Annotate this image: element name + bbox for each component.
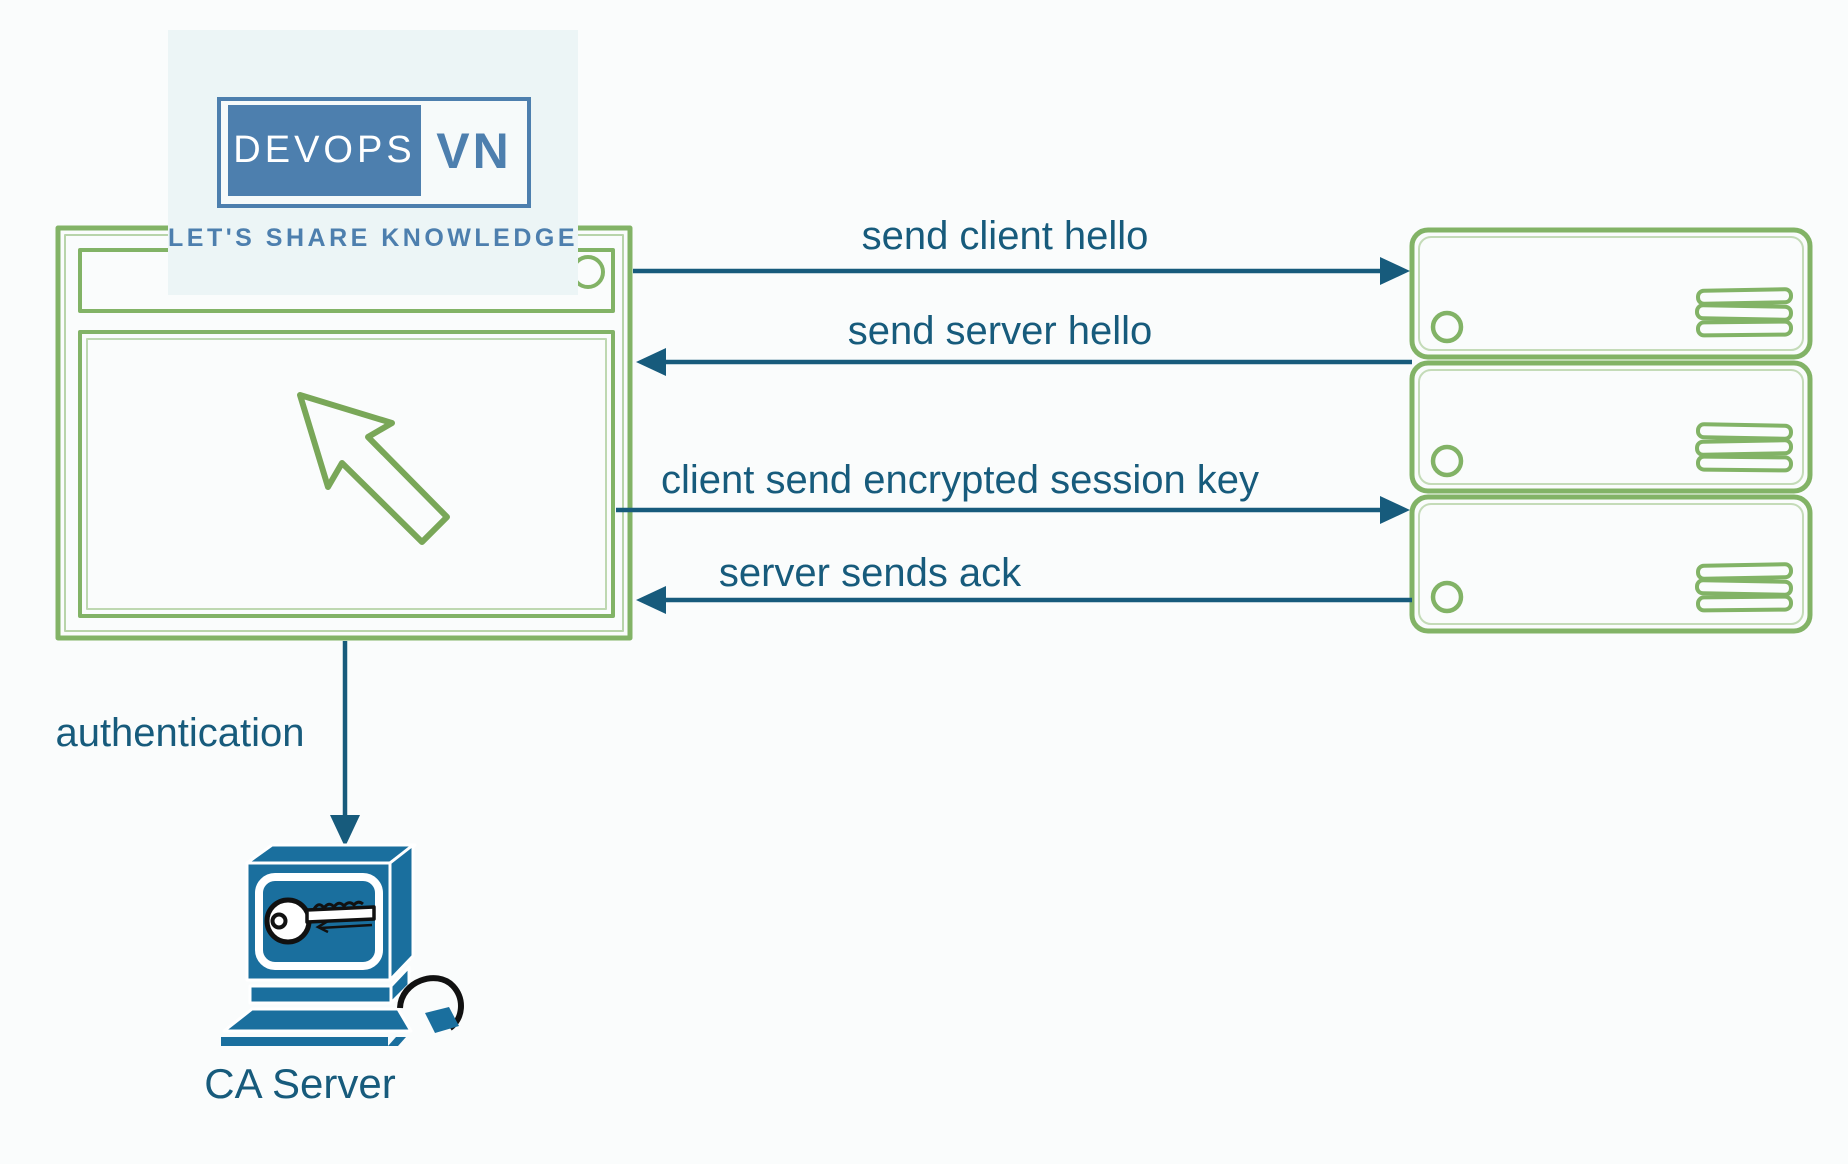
power-button-icon: [1430, 444, 1464, 478]
label-send-server-hello: send server hello: [847, 309, 1153, 353]
label-authentication: authentication: [55, 711, 305, 755]
arrow-send-server-hello: [636, 348, 1412, 376]
desk-line: [221, 1037, 388, 1046]
server-unit: [1409, 227, 1813, 360]
message-arrows: [330, 257, 1412, 847]
key-icon: [264, 897, 376, 945]
arrow-server-sends-ack: [636, 586, 1412, 614]
label-client-send-encrypted-session-key: client send encrypted session key: [660, 458, 1260, 502]
cursor-arrow-icon: [297, 392, 450, 545]
vent-slats-icon: [1694, 562, 1794, 613]
monitor-side-face: [388, 843, 415, 982]
ca-server-icon: [221, 843, 464, 1046]
logo-brand-secondary: VN: [436, 122, 512, 179]
logo-card: DEVOPS VN LET'S SHARE KNOWLEDGE: [168, 30, 578, 295]
arrow-client-send-encrypted-session-key: [616, 496, 1410, 524]
power-button-icon: [1430, 310, 1464, 344]
keyboard: [222, 1007, 413, 1033]
server-unit: [1409, 494, 1813, 634]
monitor-base: [248, 984, 393, 1005]
server-unit: [1409, 360, 1813, 494]
server-rack: [1409, 227, 1813, 634]
logo-tagline: LET'S SHARE KNOWLEDGE: [168, 224, 579, 252]
arrow-send-client-hello: [633, 257, 1410, 285]
logo-brand-primary: DEVOPS: [228, 105, 421, 196]
label-ca-server: CA Server: [204, 1059, 396, 1107]
logo-box: DEVOPS VN: [217, 97, 531, 208]
label-send-client-hello: send client hello: [861, 214, 1149, 258]
vent-slats-icon: [1695, 422, 1794, 473]
vent-slats-icon: [1694, 287, 1794, 338]
screen-bezel: [255, 873, 383, 970]
mouse-icon: [425, 1007, 459, 1033]
label-server-sends-ack: server sends ack: [718, 551, 1022, 595]
power-button-icon: [1430, 580, 1464, 614]
browser-content: [78, 330, 615, 618]
mouse-cable: [397, 975, 464, 1031]
monitor-top-face: [245, 843, 417, 865]
arrow-authentication: [330, 641, 360, 847]
